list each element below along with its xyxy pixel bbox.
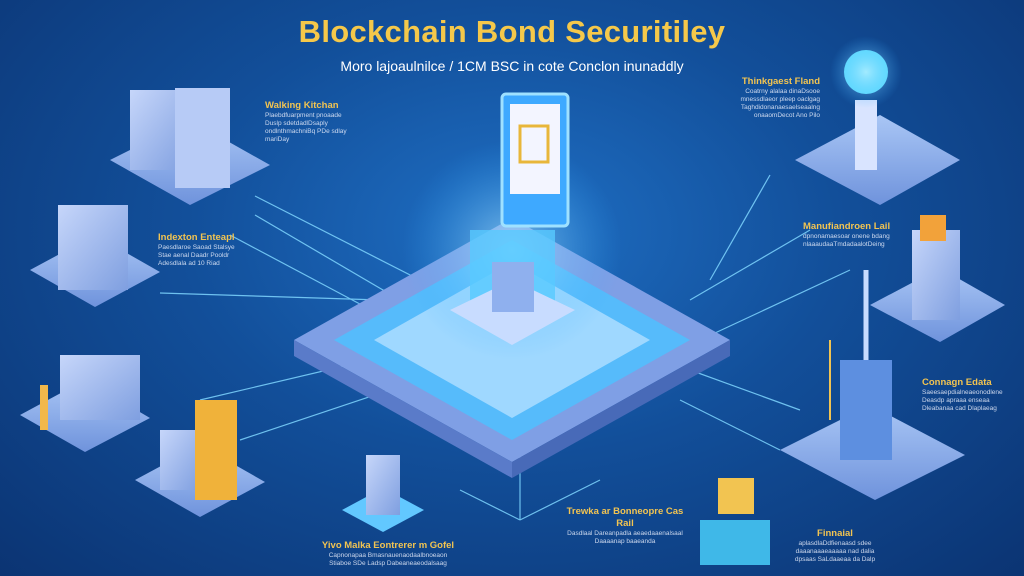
building-right bbox=[870, 215, 1005, 342]
label-body: Stiaboe SDe Ladsp Dabeaneaeodalsaag bbox=[329, 560, 447, 567]
gold-chip-stack bbox=[700, 478, 770, 565]
label-trewka: Trewka ar Bonneopre Cas Rail Dasdlaal Da… bbox=[560, 506, 690, 546]
label-thinkgaest: Thinkgaest Fland Coatrny alalaa dinaDsoo… bbox=[710, 76, 821, 120]
label-body: daaanaaaeaaaaa nad dalia bbox=[795, 548, 875, 555]
label-heading: Thinkgaest Fland bbox=[741, 76, 820, 87]
label-body: onaaomDecot Ano Pilo bbox=[753, 112, 820, 119]
label-body: Dleabanaa cad Dlaplaeag bbox=[922, 405, 997, 412]
label-body: Coatrny alalaa dinaDsooe bbox=[745, 88, 820, 95]
label-body: ondlnthmachniBq PDe sdlay bbox=[265, 128, 347, 135]
label-heading: Trewka ar Bonneopre Cas Rail bbox=[566, 506, 684, 529]
label-body: Taghdidonanaesaelseaalng bbox=[740, 104, 820, 111]
page-title: Blockchain Bond Securitiley bbox=[298, 14, 726, 49]
tower-lower-right bbox=[780, 270, 965, 500]
label-body: nlaaaudaaTmdadaalotDeing bbox=[803, 241, 885, 248]
label-body: dpnonamaesoar onene bdang bbox=[803, 233, 890, 240]
label-body: Capnonapaa Bmasnauenaodaalbnoeaon bbox=[328, 552, 448, 559]
label-body: Saeesaepdialneaeonodlene bbox=[922, 389, 1003, 396]
label-finnaial: Finnaial aplasdlaDdfienaasd sdee daaanaa… bbox=[790, 528, 880, 564]
building-bottom-center bbox=[342, 455, 424, 532]
label-heading: Manufiandroen Lail bbox=[803, 221, 891, 232]
label-walking-kitchan: Walking Kitchan Plaebdfuarpment pnoaade … bbox=[265, 100, 375, 144]
label-yivo-malka: Yivo Malka Eontrerer m Gofel Capnonapaa … bbox=[318, 540, 458, 568]
label-body: Duslp sdetdadlDsaply bbox=[265, 120, 328, 127]
label-body: Paesdlaroe Saoad Stalsye bbox=[158, 244, 235, 251]
label-heading: Walking Kitchan bbox=[265, 100, 339, 111]
label-body: Stae aenal Daadr Pooldr bbox=[158, 252, 230, 259]
central-platform bbox=[294, 92, 730, 478]
building-gold-tower bbox=[135, 400, 265, 517]
label-manufiandroen: Manufiandroen Lail dpnonamaesoar onene b… bbox=[803, 221, 903, 249]
building-left bbox=[30, 205, 160, 307]
label-body: Deasdp apraaa enseaa bbox=[922, 397, 990, 404]
page-subtitle: Moro lajoaulnilce / 1CM BSC in cote Conc… bbox=[340, 58, 684, 74]
label-body: Adesdlala ad 10 Riad bbox=[158, 260, 220, 267]
label-heading: Finnaial bbox=[817, 528, 853, 539]
building-top-left bbox=[110, 88, 270, 205]
label-indexton: Indexton Enteapl Paesdlaroe Saoad Stalsy… bbox=[158, 232, 258, 268]
label-body: dpsaas SaLdaaeaa da Dalp bbox=[794, 556, 876, 563]
label-body: mnessdlaeor pleep oaclgag bbox=[740, 96, 821, 103]
label-body: mariDay bbox=[265, 136, 290, 143]
label-body: aplasdlaDdfienaasd sdee bbox=[798, 540, 872, 547]
lamp-pedestal bbox=[795, 36, 960, 205]
building-lower-left bbox=[20, 355, 150, 452]
label-heading: Connagn Edata bbox=[922, 377, 992, 388]
label-body: Dasdlaal Dareanpadla aeaedaaenalsaal bbox=[567, 530, 683, 537]
label-body: Plaebdfuarpment pnoaade bbox=[265, 112, 342, 119]
label-body: Daaaanap baaeanda bbox=[594, 538, 656, 545]
label-connagn: Connagn Edata Saeesaepdialneaeonodlene D… bbox=[922, 377, 1022, 413]
label-heading: Indexton Enteapl bbox=[158, 232, 235, 243]
label-heading: Yivo Malka Eontrerer m Gofel bbox=[321, 540, 455, 551]
